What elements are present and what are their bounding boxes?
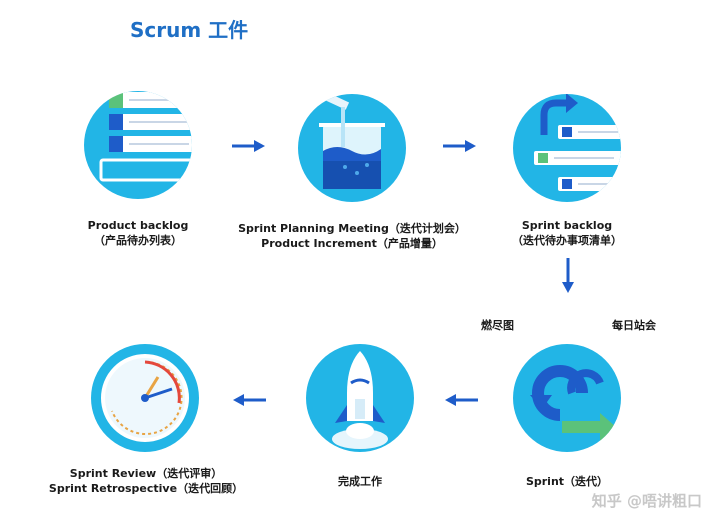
- arrow-down: [562, 258, 574, 293]
- sprint-backlog-label: Sprint backlog （迭代待办事项清单）: [512, 218, 622, 248]
- done-work-label-line1: 完成工作: [338, 475, 382, 488]
- sprint-planning-label: Sprint Planning Meeting（迭代计划会） Product I…: [238, 221, 466, 251]
- sprint-backlog-label-en: Sprint backlog: [521, 219, 613, 232]
- sprint-label-line1: Sprint（迭代）: [525, 475, 609, 488]
- arrow-right-2: [443, 140, 476, 152]
- review-label: Sprint Review（迭代评审） Sprint Retrospective…: [49, 466, 243, 496]
- arrow-left-2: [233, 394, 266, 406]
- sprint-backlog-icon: [512, 93, 622, 203]
- burndown-tag: 燃尽图: [481, 319, 514, 332]
- sprint-cycle-icon: [512, 343, 622, 453]
- product-backlog-label-en: Product backlog: [87, 219, 189, 232]
- daily-standup-tag: 每日站会: [612, 319, 656, 332]
- sprint-planning-beaker-icon: [297, 93, 407, 203]
- sprint-planning-label-line2: Product Increment（产品增量）: [261, 237, 443, 250]
- rocket-icon: [305, 343, 415, 453]
- sprint-backlog-label-zh: （迭代待办事项清单）: [512, 234, 622, 247]
- sprint-label: Sprint（迭代）: [526, 474, 608, 489]
- sprint-planning-label-line1: Sprint Planning Meeting（迭代计划会）: [238, 222, 466, 235]
- diagram-title: Scrum 工件: [130, 18, 249, 42]
- arrow-right-1: [232, 140, 265, 152]
- review-clock-icon: [90, 343, 200, 453]
- product-backlog-label-zh: （产品待办列表）: [93, 234, 182, 247]
- review-label-line2: Sprint Retrospective（迭代回顾）: [48, 482, 244, 495]
- watermark: 知乎 @唔讲粗口: [591, 492, 702, 510]
- product-backlog-label: Product backlog （产品待办列表）: [88, 218, 189, 248]
- review-label-line1: Sprint Review（迭代评审）: [69, 467, 223, 480]
- done-work-label: 完成工作: [338, 474, 382, 489]
- arrow-left-1: [445, 394, 478, 406]
- product-backlog-icon: [83, 90, 193, 200]
